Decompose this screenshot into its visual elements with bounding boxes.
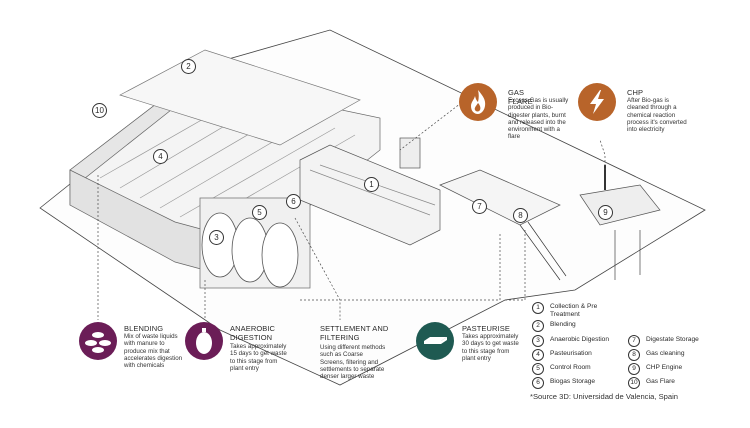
legend-label: Gas Flare [646,378,675,385]
legend-number: 2 [532,320,544,332]
legend-label: Blending [550,321,576,328]
settlement-filtering-description: Using different methods such as Coarse S… [320,344,386,381]
marker-10: 10 [92,103,107,118]
pasteurise-description: Takes approximately 30 days to get waste… [462,333,519,362]
anaerobic-digestion-title: ANAEROBIC DIGESTION [230,324,276,342]
legend-number: 5 [532,363,544,375]
legend-item-7: 7 Digestate Storage [628,335,699,347]
legend-number: 10 [628,377,640,389]
digester-tank-icon [185,322,223,360]
gas-flare-title: GAS FLARE [508,88,533,106]
legend-label: Anaerobic Digestion [550,336,610,343]
legend-item-8: 8 Gas cleaning [628,349,685,361]
legend-label: Control Room [550,364,591,371]
settlement-filtering-title: SETTLEMENT AND FILTERING [320,324,389,342]
legend-item-10: 10 Gas Flare [628,377,675,389]
legend-item-3: 3 Anaerobic Digestion [532,335,610,347]
flame-icon [459,83,497,121]
marker-3: 3 [209,230,224,245]
legend-number: 7 [628,335,640,347]
blending-description: Mix of waste liquids with manure to prod… [124,333,183,370]
marker-9: 9 [598,205,613,220]
pasteurise-tray-icon [416,322,454,360]
legend-number: 9 [628,363,640,375]
legend-label: Pasteurisation [550,350,592,357]
legend-item-9: 9 CHP Engine [628,363,683,375]
legend-label: CHP Engine [646,364,683,371]
legend-label: Biogas Storage [550,378,596,385]
marker-6: 6 [286,194,301,209]
legend-label: Gas cleaning [646,350,685,357]
legend-item-2: 2 Blending [532,320,576,332]
marker-4: 4 [153,149,168,164]
gas-flare-description: Excess Gas is usually produced in Bio-di… [508,97,569,141]
legend-item-1: 1 Collection & Pre Treatment [532,302,612,318]
legend-item-4: 4 Pasteurisation [532,349,592,361]
legend-number: 8 [628,349,640,361]
marker-1: 1 [364,177,379,192]
chp-description: After Bio-gas is cleaned through a chemi… [627,97,687,134]
anaerobic-digestion-description: Takes approximately 15 days to get waste… [230,343,287,372]
digester-tanks [199,197,311,289]
legend-item-5: 5 Control Room [532,363,591,375]
pasteurise-title: PASTEURISE [462,324,510,333]
marker-2: 2 [181,59,196,74]
marker-5: 5 [252,205,267,220]
chp-title: CHP [627,88,644,97]
marker-8: 8 [513,208,528,223]
legend-number: 6 [532,377,544,389]
legend-number: 1 [532,302,544,314]
legend-number: 4 [532,349,544,361]
blending-dishes-icon [79,322,117,360]
legend-label: Collection & Pre Treatment [550,303,598,318]
legend-item-6: 6 Biogas Storage [532,377,596,389]
source-credit: *Source 3D: Universidad de Valencia, Spa… [530,392,679,401]
blending-title: BLENDING [124,324,164,333]
legend-label: Digestate Storage [646,336,699,343]
lightning-bolt-icon [578,83,616,121]
legend-number: 3 [532,335,544,347]
marker-7: 7 [472,199,487,214]
